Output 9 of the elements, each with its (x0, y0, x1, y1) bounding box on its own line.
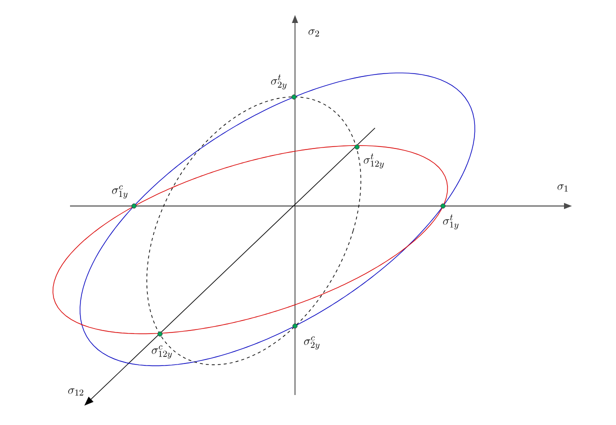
point-label: $\sigma_{12y}^{t}$ (364, 154, 384, 168)
axis-label: $\sigma_{1}$ (558, 184, 568, 192)
point-label: $\sigma_{1y}^{t}$ (443, 214, 458, 230)
point-label: $\sigma_{2y}^{t}$ (271, 74, 287, 90)
axis-label: $\sigma_{2}$ (308, 30, 319, 36)
point-label: $\sigma_{12y}^{c}$ (152, 345, 172, 359)
axis-label: $\sigma_{12}$ (68, 388, 84, 396)
point-label: $\sigma_{1y}^{c}$ (112, 185, 128, 199)
point-label: $\sigma_{2y}^{c}$ (304, 336, 320, 350)
